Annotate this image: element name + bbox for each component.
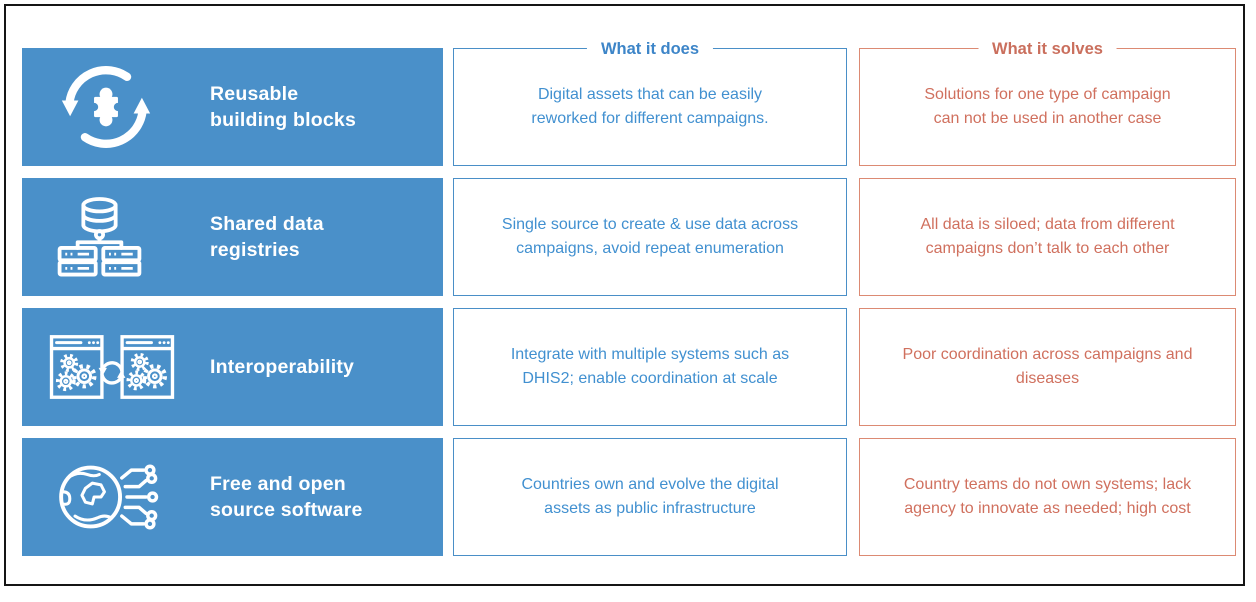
solves-text-line: Country teams do not own systems; lack: [903, 476, 1192, 493]
what-it-does-box: Integrate with multiple systems such as …: [453, 308, 847, 426]
feature-row-reusable-building-blocks: Reusable building blocks What it does Di…: [22, 37, 1236, 166]
feature-title: Shared data registries: [210, 211, 324, 263]
feature-title-line: registries: [210, 239, 300, 261]
feature-title-line: Interoperability: [210, 356, 355, 378]
globe-circuit-icon: [49, 438, 179, 556]
solves-text-line: Solutions for one type of campaign: [924, 86, 1171, 103]
what-it-does-box: Single source to create & use data acros…: [453, 178, 847, 296]
interoperability-windows-gears-icon: [43, 308, 181, 426]
feature-title-line: source software: [210, 499, 363, 521]
feature-title: Interoperability: [210, 354, 354, 380]
feature-title-line: building blocks: [210, 109, 357, 131]
solves-text-line: diseases: [1015, 370, 1080, 387]
what-it-does-box: Countries own and evolve the digital ass…: [453, 438, 847, 556]
feature-panel: Shared data registries: [22, 178, 443, 296]
feature-title-line: Shared data: [210, 213, 324, 235]
does-text-line: Countries own and evolve the digital: [521, 476, 779, 493]
what-it-solves-box: Country teams do not own systems; lack a…: [859, 438, 1236, 556]
shared-database-registry-icon: [52, 178, 147, 296]
feature-row-interoperability: Interoperability Integrate with multiple…: [22, 308, 1236, 426]
what-it-does-header: What it does: [586, 37, 714, 61]
what-it-solves-box: All data is siloed; data from different …: [859, 178, 1236, 296]
what-it-solves-box: Poor coordination across campaigns and d…: [859, 308, 1236, 426]
recycle-puzzle-icon: [60, 48, 152, 166]
feature-panel: Free and open source software: [22, 438, 443, 556]
what-it-solves-box: What it solves Solutions for one type of…: [859, 37, 1236, 166]
solves-text-line: Poor coordination across campaigns and: [902, 346, 1193, 363]
solves-text-line: can not be used in another case: [933, 110, 1162, 127]
does-text-line: Integrate with multiple systems such as: [510, 346, 790, 363]
feature-title-line: Reusable: [210, 83, 299, 105]
does-text-line: Single source to create & use data acros…: [501, 216, 799, 233]
feature-title-line: Free and open: [210, 473, 346, 495]
does-text-line: reworked for different campaigns.: [531, 110, 769, 127]
feature-row-free-open-source: Free and open source software Countries …: [22, 438, 1236, 556]
feature-panel: Interoperability: [22, 308, 443, 426]
feature-panel: Reusable building blocks: [22, 48, 443, 166]
feature-row-shared-data-registries: Shared data registries Single source to …: [22, 178, 1236, 296]
does-text-line: campaigns, avoid repeat enumeration: [516, 240, 784, 257]
does-text-line: assets as public infrastructure: [544, 500, 756, 517]
feature-title: Free and open source software: [210, 471, 363, 523]
solves-text-line: agency to innovate as needed; high cost: [904, 500, 1191, 517]
does-text-line: DHIS2; enable coordination at scale: [522, 370, 778, 387]
feature-title: Reusable building blocks: [210, 81, 356, 133]
what-it-solves-header: What it solves: [978, 37, 1117, 61]
solves-text-line: campaigns don’t talk to each other: [925, 240, 1170, 257]
what-it-does-box: What it does Digital assets that can be …: [453, 37, 847, 166]
solves-text-line: All data is siloed; data from different: [920, 216, 1175, 233]
outer-frame: [4, 4, 1245, 586]
does-text-line: Digital assets that can be easily: [537, 86, 763, 103]
